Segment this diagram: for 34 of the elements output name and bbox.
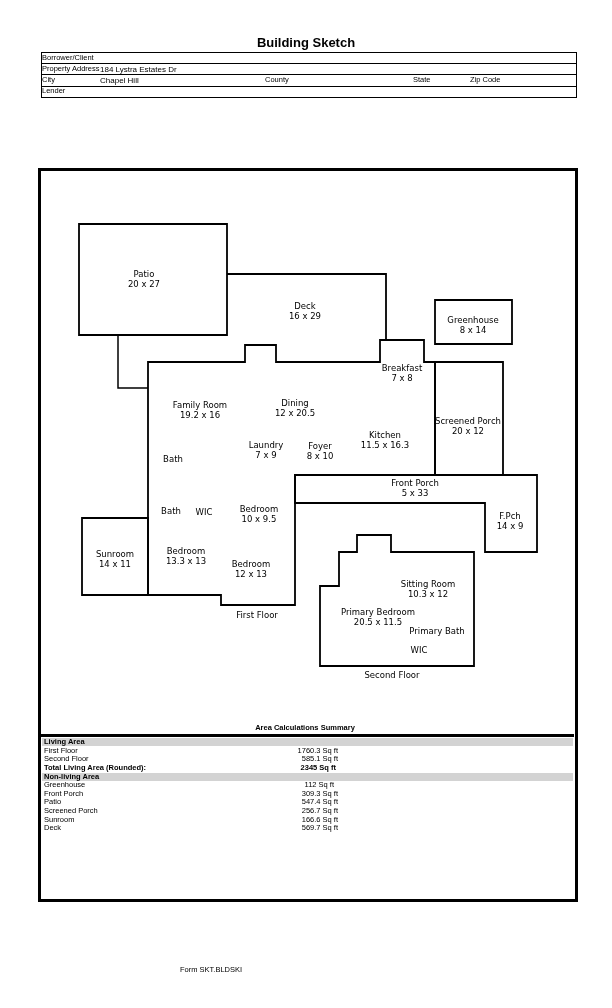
second-floor-outline [320, 535, 474, 666]
room-label: WIC [410, 645, 428, 655]
room-label: Bedroom 10 x 9.5 [239, 504, 279, 524]
room-label: Bath [161, 506, 181, 516]
floor-label: Second Floor [364, 670, 420, 680]
room-label: Bedroom 12 x 13 [231, 559, 271, 579]
front-porch-outline [295, 475, 537, 552]
greenhouse-outline [435, 300, 512, 344]
room-label: Breakfast 7 x 8 [381, 363, 423, 383]
room-label: Family Room 19.2 x 16 [172, 400, 228, 420]
room-label: Dining 12 x 20.5 [274, 398, 316, 418]
room-label: Kitchen 11.5 x 16.3 [360, 430, 410, 450]
room-label: Bath [163, 454, 183, 464]
room-label: Patio 20 x 27 [127, 269, 161, 289]
sunroom-outline [82, 518, 148, 595]
room-label: Greenhouse 8 x 14 [447, 315, 499, 335]
room-label: Sunroom 14 x 11 [95, 549, 135, 569]
room-label: F.Pch 14 x 9 [496, 511, 524, 531]
room-label: Sitting Room 10.3 x 12 [400, 579, 456, 599]
room-label: Primary Bedroom 20.5 x 11.5 [341, 607, 415, 627]
field-value: 184 Lystra Estates Dr [100, 66, 177, 74]
room-label: Front Porch 5 x 33 [391, 478, 439, 498]
room-label: Foyer 8 x 10 [306, 441, 334, 461]
room-label: Laundry 7 x 9 [248, 440, 284, 460]
screened-porch-outline [435, 362, 503, 475]
patio-outline [79, 224, 227, 335]
field-value: Chapel Hill [100, 77, 139, 85]
floor-label: First Floor [236, 610, 278, 620]
room-label: Primary Bath [409, 626, 465, 636]
room-label: Bedroom 13.3 x 13 [165, 546, 207, 566]
title: Building Sketch [255, 35, 357, 50]
room-label: WIC [195, 507, 213, 517]
room-label: Screened Porch 20 x 12 [435, 416, 501, 436]
room-label: Deck 16 x 29 [288, 301, 322, 321]
